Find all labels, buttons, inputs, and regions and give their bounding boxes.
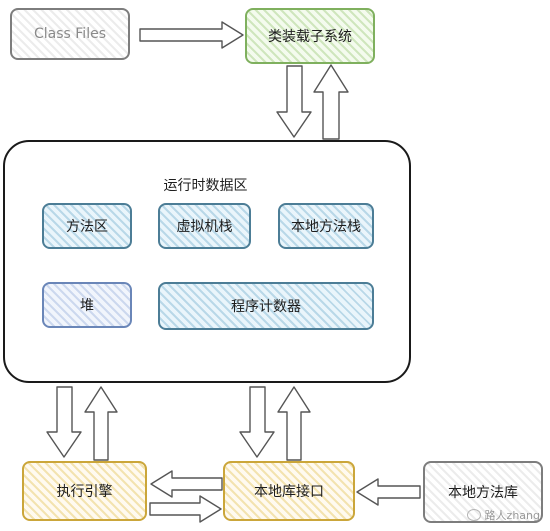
arrow-classfiles-to-loader <box>139 21 244 49</box>
arrow-runtime-to-engine <box>46 386 82 458</box>
arrow-interface-to-engine <box>150 470 223 498</box>
watermark-text: 路人zhang <box>484 509 540 522</box>
class-files-box: Class Files <box>10 8 130 60</box>
native-interface-box: 本地库接口 <box>223 461 355 521</box>
method-area-label: 方法区 <box>66 219 108 235</box>
native-method-stack-label: 本地方法栈 <box>291 219 361 235</box>
arrow-engine-to-interface <box>149 495 222 523</box>
runtime-data-area <box>3 140 411 383</box>
runtime-area-title: 运行时数据区 <box>163 178 248 194</box>
arrow-loader-to-runtime <box>276 65 312 138</box>
vm-stack-label: 虚拟机栈 <box>176 219 233 235</box>
program-counter-box: 程序计数器 <box>158 282 374 330</box>
native-library-label: 本地方法库 <box>448 485 518 501</box>
heap-label: 堆 <box>80 298 94 314</box>
class-files-label: Class Files <box>33 26 106 42</box>
arrow-interface-to-runtime <box>277 386 311 461</box>
program-counter-label: 程序计数器 <box>231 299 301 315</box>
arrow-runtime-to-loader <box>313 64 349 140</box>
arrow-engine-to-runtime <box>84 386 118 461</box>
watermark: 路人zhang <box>466 507 540 523</box>
native-method-stack-box: 本地方法栈 <box>278 203 374 249</box>
wechat-icon <box>466 509 481 521</box>
execution-engine-label: 执行引擎 <box>56 484 113 500</box>
execution-engine-box: 执行引擎 <box>22 461 147 521</box>
native-library-box: 本地方法库 <box>423 461 543 523</box>
class-loader-box: 类装载子系统 <box>245 8 375 64</box>
method-area-box: 方法区 <box>42 203 132 249</box>
arrow-runtime-to-interface <box>239 386 275 458</box>
arrow-library-to-interface <box>356 478 421 506</box>
heap-box: 堆 <box>42 282 132 328</box>
native-interface-label: 本地库接口 <box>254 484 324 500</box>
class-loader-label: 类装载子系统 <box>268 29 352 45</box>
vm-stack-box: 虚拟机栈 <box>158 203 251 249</box>
